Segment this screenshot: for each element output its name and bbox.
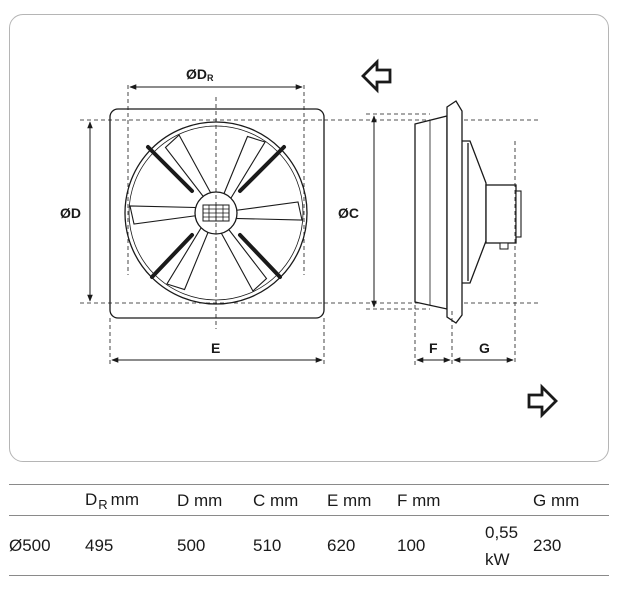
power-unit: kW bbox=[485, 549, 510, 569]
header-size bbox=[9, 484, 85, 516]
header-f: F mm bbox=[397, 484, 485, 516]
motor-body bbox=[485, 184, 517, 244]
motor-bracket bbox=[462, 140, 487, 284]
cell-c: 510 bbox=[253, 515, 327, 576]
header-g: G mm bbox=[533, 484, 609, 516]
arrow-left-outline-icon bbox=[361, 58, 392, 94]
cell-dr: 495 bbox=[85, 515, 177, 576]
cell-power: 0,55 kW bbox=[485, 515, 533, 576]
cell-e: 620 bbox=[327, 515, 397, 576]
fan-housing-side bbox=[414, 115, 448, 310]
dimension-label-c: ØC bbox=[338, 205, 359, 221]
mounting-plate-side bbox=[446, 100, 463, 324]
cell-size: Ø500 bbox=[9, 515, 85, 576]
cell-g: 230 bbox=[533, 515, 609, 576]
dimension-label-e: E bbox=[211, 340, 220, 356]
arrow-right-outline-icon bbox=[527, 383, 558, 419]
technical-drawing-panel: ØDR ØD E ØC bbox=[9, 14, 609, 462]
header-c: C mm bbox=[253, 484, 327, 516]
dimension-label-dr: ØDR bbox=[186, 66, 214, 83]
header-e: E mm bbox=[327, 484, 397, 516]
cell-d: 500 bbox=[177, 515, 253, 576]
header-power bbox=[485, 484, 533, 516]
front-view: ØDR ØD E bbox=[60, 66, 325, 367]
side-view: ØC F G bbox=[324, 100, 540, 365]
table-row: Ø500 495 500 510 620 100 0,55 kW 230 bbox=[9, 515, 609, 576]
cell-f: 100 bbox=[397, 515, 485, 576]
header-d: D mm bbox=[177, 484, 253, 516]
fan-dimension-drawing: ØDR ØD E ØC bbox=[60, 58, 558, 419]
support-struts bbox=[146, 145, 286, 279]
mounting-plate bbox=[109, 108, 325, 319]
dimension-label-g: G bbox=[479, 340, 490, 356]
power-value: 0,55 bbox=[485, 522, 519, 542]
dimension-label-d: ØD bbox=[60, 205, 81, 221]
dimension-label-f: F bbox=[429, 340, 438, 356]
